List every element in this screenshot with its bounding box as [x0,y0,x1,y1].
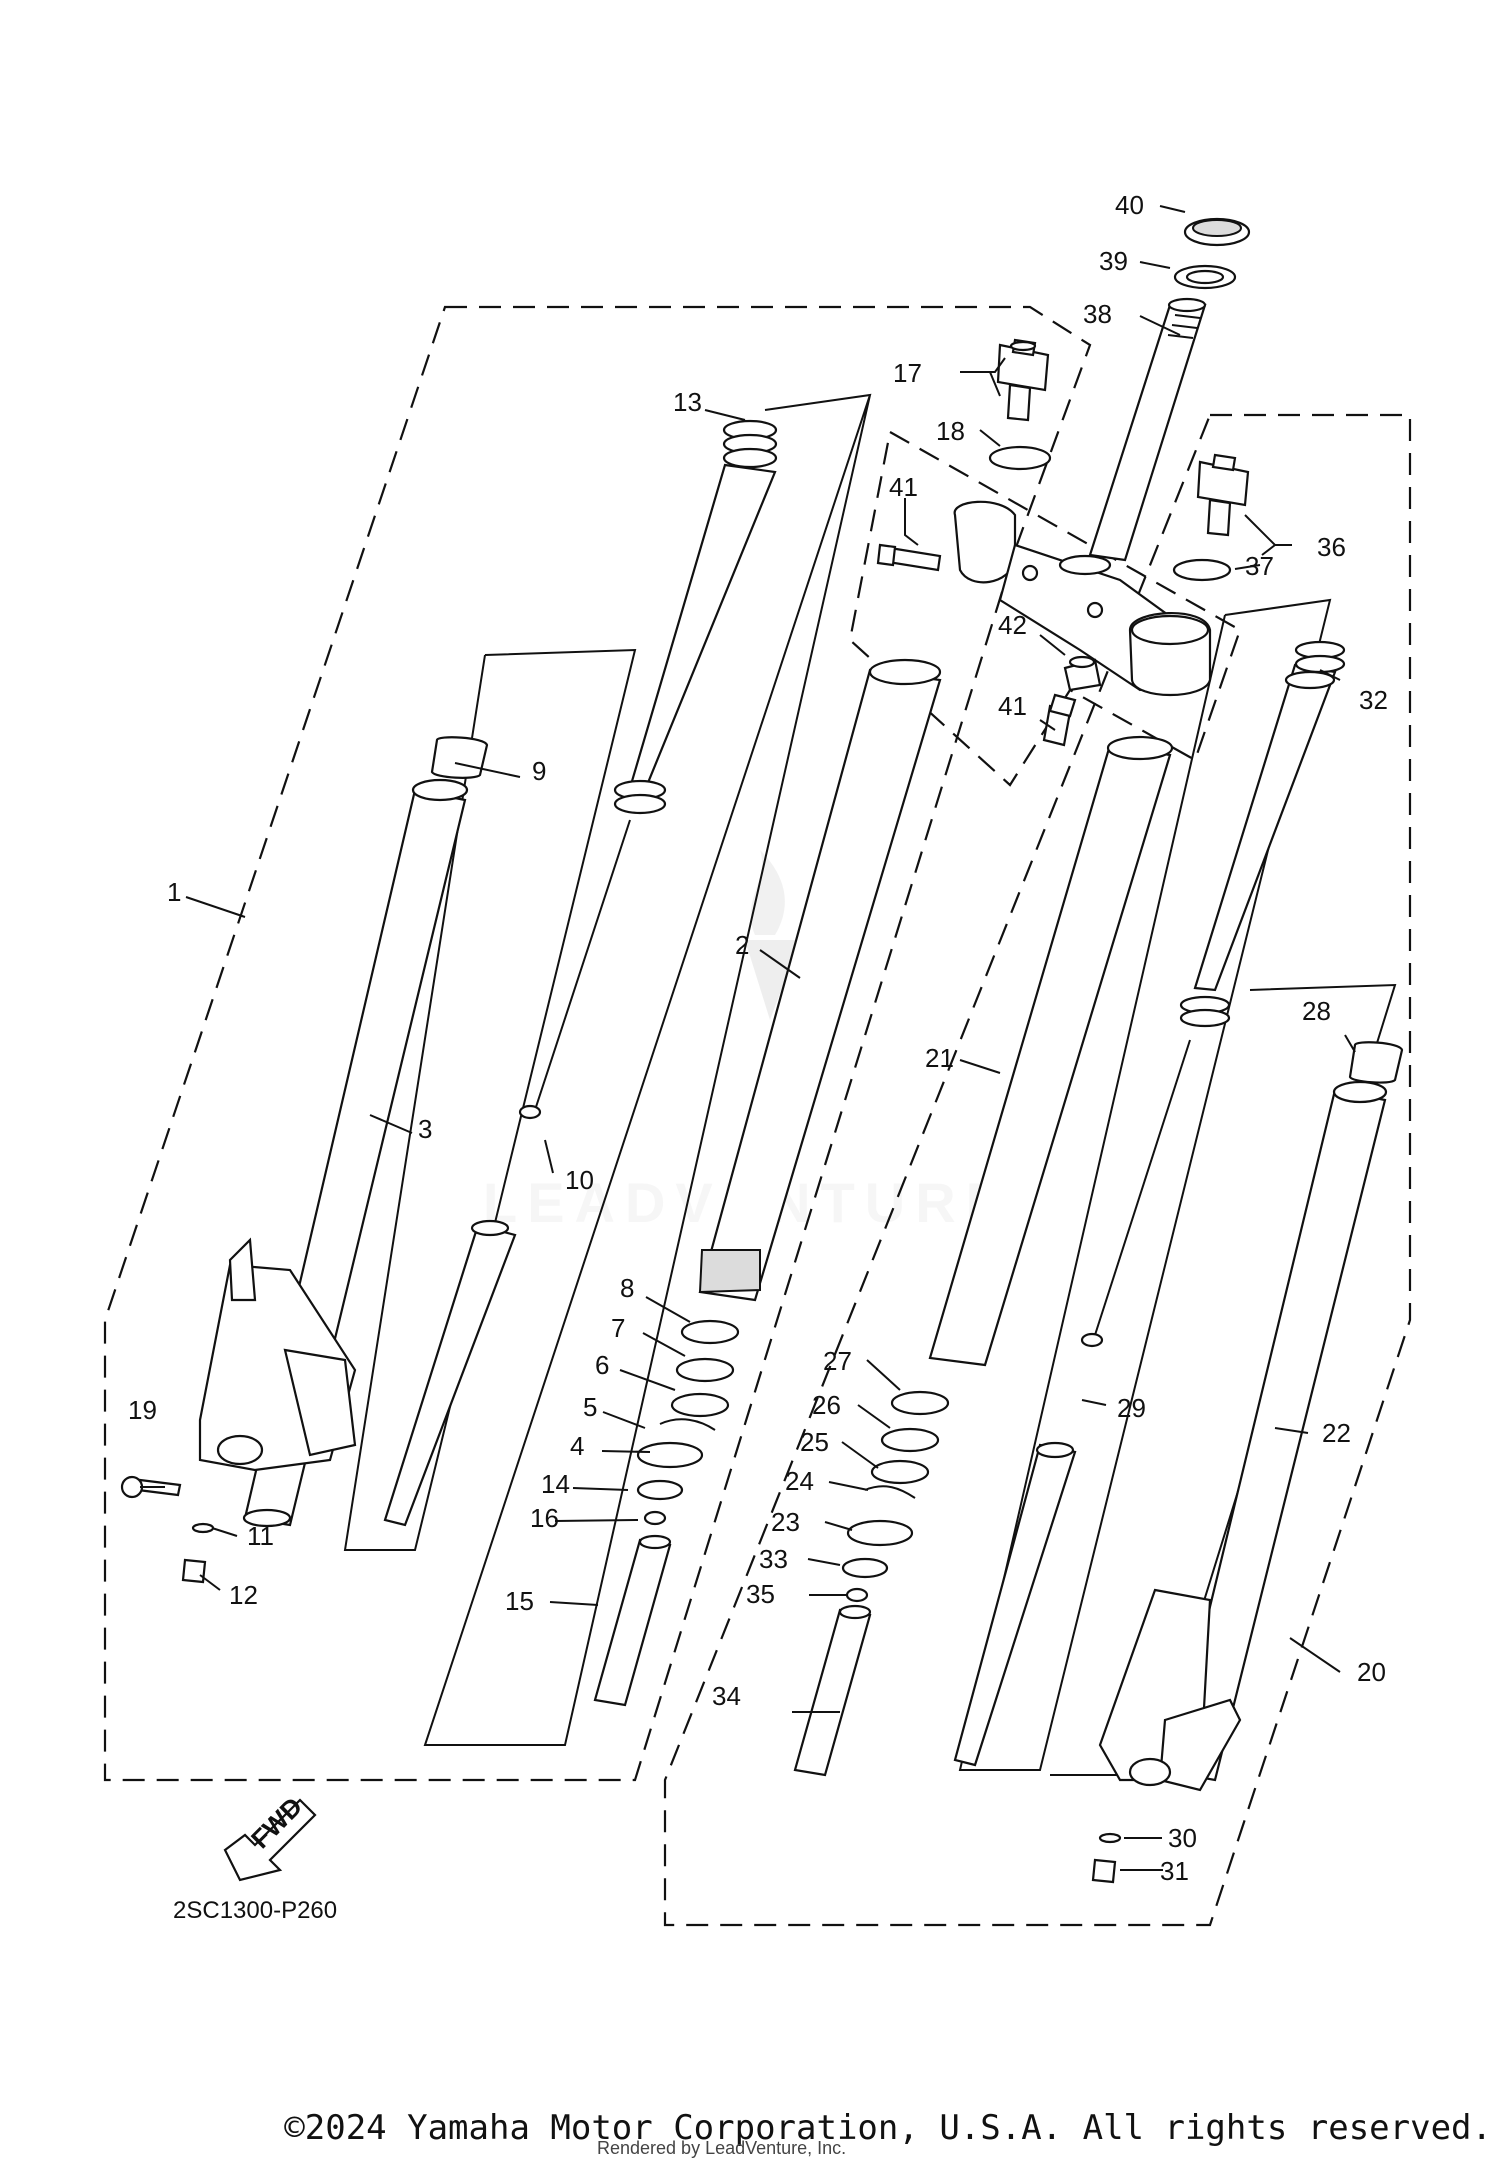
callout-13: 13 [673,387,702,417]
callout-29: 29 [1117,1393,1146,1423]
damper-cylinder-left [593,1534,672,1707]
fwd-arrow-icon: FWD [223,1791,317,1882]
callout-2: 2 [735,930,749,960]
damper-rod-right [953,1039,1191,1767]
callout-21: 21 [925,1043,954,1073]
callout-42: 42 [998,610,1027,640]
callout-6: 6 [595,1350,609,1380]
callout-1: 1 [167,877,181,907]
callout-17: 17 [893,358,922,388]
callouts: 1 2 3 4 5 6 7 8 9 10 11 12 13 14 15 16 1… [128,190,1388,1886]
washer-top [1173,264,1237,290]
inner-group-box-right [958,598,1332,1771]
o-ring-left [988,445,1052,471]
callout-41-lower: 41 [998,691,1027,721]
adjuster-left [996,338,1050,422]
spring-upper-right [1179,640,1346,1028]
damper-rod-left [383,819,631,1527]
inner-tube-left [698,658,942,1302]
callout-11: 11 [247,1521,274,1551]
o-ring-right [1172,558,1232,582]
pinch-bolt-lower [1042,693,1077,747]
callout-14: 14 [541,1469,570,1499]
seal-stack-left [636,1319,740,1526]
pinch-bolt-upper [876,543,942,572]
damper-cylinder-right [793,1604,872,1777]
left-fork-assembly-boundary [103,305,1092,1782]
axle-bracket-left [198,1237,357,1472]
figure-code: 2SC1300-P260 [173,1897,337,1924]
right-fork-assembly-boundary [663,413,1412,1927]
callout-39: 39 [1099,246,1128,276]
steering-stem [1088,297,1207,562]
callout-4: 4 [570,1431,584,1461]
leader-lines [140,205,1356,1871]
callout-8: 8 [620,1273,634,1303]
callout-36: 36 [1317,532,1346,562]
callout-27: 27 [823,1346,852,1376]
callout-10: 10 [565,1165,594,1195]
callout-24: 24 [785,1466,814,1496]
under-bracket [953,500,1212,696]
callout-15: 15 [505,1586,534,1616]
bolt-lower-left [181,1558,207,1584]
callout-32: 32 [1359,685,1388,715]
callout-38: 38 [1083,299,1112,329]
callout-33: 33 [759,1544,788,1574]
callout-28: 28 [1302,996,1331,1026]
callout-40: 40 [1115,190,1144,220]
callout-7: 7 [611,1313,625,1343]
callout-22: 22 [1322,1418,1351,1448]
seal-stack-right [841,1390,950,1603]
callout-20: 20 [1357,1657,1386,1687]
callout-12: 12 [229,1580,258,1610]
callout-23: 23 [771,1507,800,1537]
callout-18: 18 [936,416,965,446]
rendered-by-text: Rendered by LeadVenture, Inc. [597,2138,847,2158]
ring-nut [1183,217,1251,247]
callout-30: 30 [1168,1823,1197,1853]
callout-16: 16 [530,1503,559,1533]
callout-37: 37 [1245,551,1274,581]
spring-group-box-left [423,393,872,1746]
callout-19: 19 [128,1395,157,1425]
washer-lower-left [191,1522,215,1534]
spring-upper-left [613,419,778,815]
callout-41-upper: 41 [889,472,918,502]
callout-34: 34 [712,1681,741,1711]
callout-3: 3 [418,1114,432,1144]
outer-tube-right [1168,1041,1404,1782]
copyright-text: ©2024 Yamaha Motor Corporation, U.S.A. A… [284,2108,1492,2148]
outer-tube-box-left [343,648,637,1551]
callout-9: 9 [532,756,546,786]
callout-26: 26 [812,1390,841,1420]
washer-lower-right [1098,1832,1122,1844]
cable-guide [1063,655,1102,692]
callout-35: 35 [746,1579,775,1609]
callout-5: 5 [583,1392,597,1422]
callout-25: 25 [800,1427,829,1457]
adjuster-right [1196,453,1250,537]
inner-tube-right [928,735,1174,1367]
callout-31: 31 [1160,1856,1189,1886]
axle-bracket-right [1098,1588,1242,1792]
bolt-lower-right [1091,1858,1117,1884]
footer: ©2024 Yamaha Motor Corporation, U.S.A. A… [0,2108,1500,2148]
